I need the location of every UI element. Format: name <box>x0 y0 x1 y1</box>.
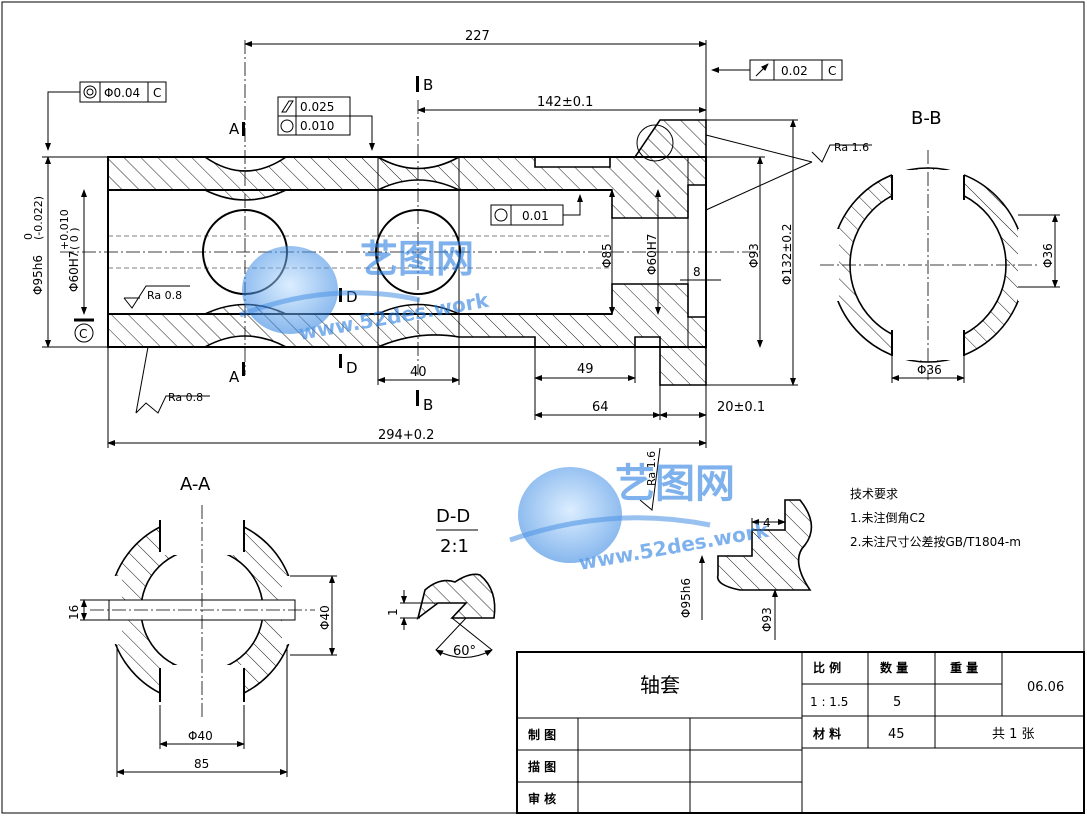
dim-40: 40 <box>410 365 427 380</box>
roughness-symbols: Ra 0.8 Ra 0.8 Ra 1.6 Ra 1.6 <box>123 134 872 511</box>
bb-title: B-B <box>911 108 942 129</box>
concentricity-value: Φ0.04 <box>104 86 140 100</box>
weight-label: 重 量 <box>950 660 978 675</box>
ra16-right: Ra 1.6 <box>834 141 869 154</box>
upper-wall-hatch <box>107 119 707 219</box>
detail-dia-95h6: Φ95h6 <box>679 578 693 618</box>
detail-dim-4: 4 <box>763 516 771 530</box>
main-section-view <box>60 40 760 386</box>
dia-60h7-left: Φ60H7 <box>67 251 81 292</box>
material-label: 材 料 <box>812 726 841 741</box>
detail-dia-93: Φ93 <box>760 607 774 632</box>
part-name: 轴套 <box>640 673 680 697</box>
title-block: 轴套 比 例 数 量 重 量 06.06 1 : 1.5 5 材 料 45 共 … <box>516 651 1085 814</box>
checked-by-label: 审 核 <box>528 791 556 806</box>
dd-angle: 60° <box>453 644 476 659</box>
section-d-top: D <box>346 288 358 306</box>
dia-132: Φ132±0.2 <box>780 224 794 286</box>
tolerance-frames: Φ0.04 C 0.025 0.010 0.01 0.02 C <box>45 59 843 226</box>
tech-item-1: 1.未注倒角C2 <box>850 510 925 525</box>
dim-64: 64 <box>592 400 609 415</box>
dim-294: 294+0.2 <box>378 428 434 443</box>
dia-60h7-right: Φ60H7 <box>645 234 659 275</box>
traced-by-label: 描 图 <box>528 759 556 774</box>
drawn-by-label: 制 图 <box>528 727 556 742</box>
aa-title: A-A <box>180 474 211 495</box>
cylindricity-value: 0.025 <box>300 100 334 114</box>
dim-227: 227 <box>465 29 490 44</box>
bb-dim-36-vertical: Φ36 <box>1041 243 1055 268</box>
tech-title: 技术要求 <box>850 487 898 501</box>
qty-label: 数 量 <box>880 660 908 675</box>
ra16-detail: Ra 1.6 <box>645 451 658 486</box>
dd-dim-1: 1 <box>386 608 400 616</box>
section-aa-view: A-A 16 Φ40 Φ40 85 <box>67 474 337 777</box>
material-value: 45 <box>888 727 905 742</box>
dim-20: 20±0.1 <box>717 400 765 415</box>
section-marks: A A B B D D C <box>74 76 433 414</box>
dia-85: Φ85 <box>600 243 614 268</box>
undercut-detail-view: 4 Φ95h6 Φ93 <box>679 499 813 640</box>
main-dimensions: 227 142±0.1 294+0.2 40 49 64 20±0.1 8 Φ9… <box>22 29 798 448</box>
dia-95h6: Φ95h6 <box>31 255 45 295</box>
watermark-1: 艺图网 www.52des.work <box>239 237 491 345</box>
datum-c: C <box>79 327 87 341</box>
concentricity-datum: C <box>153 86 161 100</box>
drawing-number: 06.06 <box>1027 680 1064 695</box>
section-b-top: B <box>423 76 433 94</box>
watermark-brand-1: 艺图网 <box>360 237 474 281</box>
ra08-top: Ra 0.8 <box>147 289 182 302</box>
aa-dim-40-vertical: Φ40 <box>318 605 332 630</box>
dia-95-tol: (-0.022) <box>32 196 45 240</box>
dd-title: D-D <box>436 506 470 527</box>
ra08-bottom: Ra 0.8 <box>168 391 203 404</box>
dia-60-tol-up: +0.010 <box>58 209 71 250</box>
section-dd-view: D-D 2:1 1 60° <box>386 506 496 659</box>
section-d-bottom: D <box>346 359 358 377</box>
aa-dim-85: 85 <box>194 757 209 771</box>
section-a-top: A <box>229 120 240 138</box>
dim-142: 142±0.1 <box>537 95 593 110</box>
section-a-bottom: A <box>229 368 240 386</box>
section-b-bottom: B <box>423 396 433 414</box>
dim-8: 8 <box>693 265 701 279</box>
section-bb-view: B-B Φ36 Φ36 <box>820 108 1060 383</box>
qty-value: 5 <box>893 695 901 710</box>
roundness-small-value: 0.01 <box>522 209 549 223</box>
scale-label: 比 例 <box>813 660 841 675</box>
runout-value: 0.02 <box>781 64 808 78</box>
dia-93: Φ93 <box>747 243 761 268</box>
dd-scale: 2:1 <box>440 536 469 557</box>
tech-item-2: 2.未注尺寸公差按GB/T1804-m <box>850 534 1021 549</box>
dia-60-tol: ( 0 ) <box>68 227 81 250</box>
watermark-brand-2: 艺图网 <box>615 461 735 507</box>
undercut-detail-circle <box>636 124 674 162</box>
roundness-value: 0.010 <box>300 119 334 133</box>
aa-dim-16: 16 <box>67 605 81 620</box>
aa-dim-40-horizontal: Φ40 <box>188 729 213 743</box>
bb-dim-36-horizontal: Φ36 <box>917 363 942 377</box>
sheet-count: 共 1 张 <box>992 727 1035 742</box>
technical-requirements: 技术要求 1.未注倒角C2 2.未注尺寸公差按GB/T1804-m <box>850 487 1021 549</box>
dia-95-tol-up: 0 <box>22 233 35 240</box>
scale-value: 1 : 1.5 <box>810 695 848 709</box>
runout-datum: C <box>828 64 836 78</box>
dim-49: 49 <box>577 362 594 377</box>
